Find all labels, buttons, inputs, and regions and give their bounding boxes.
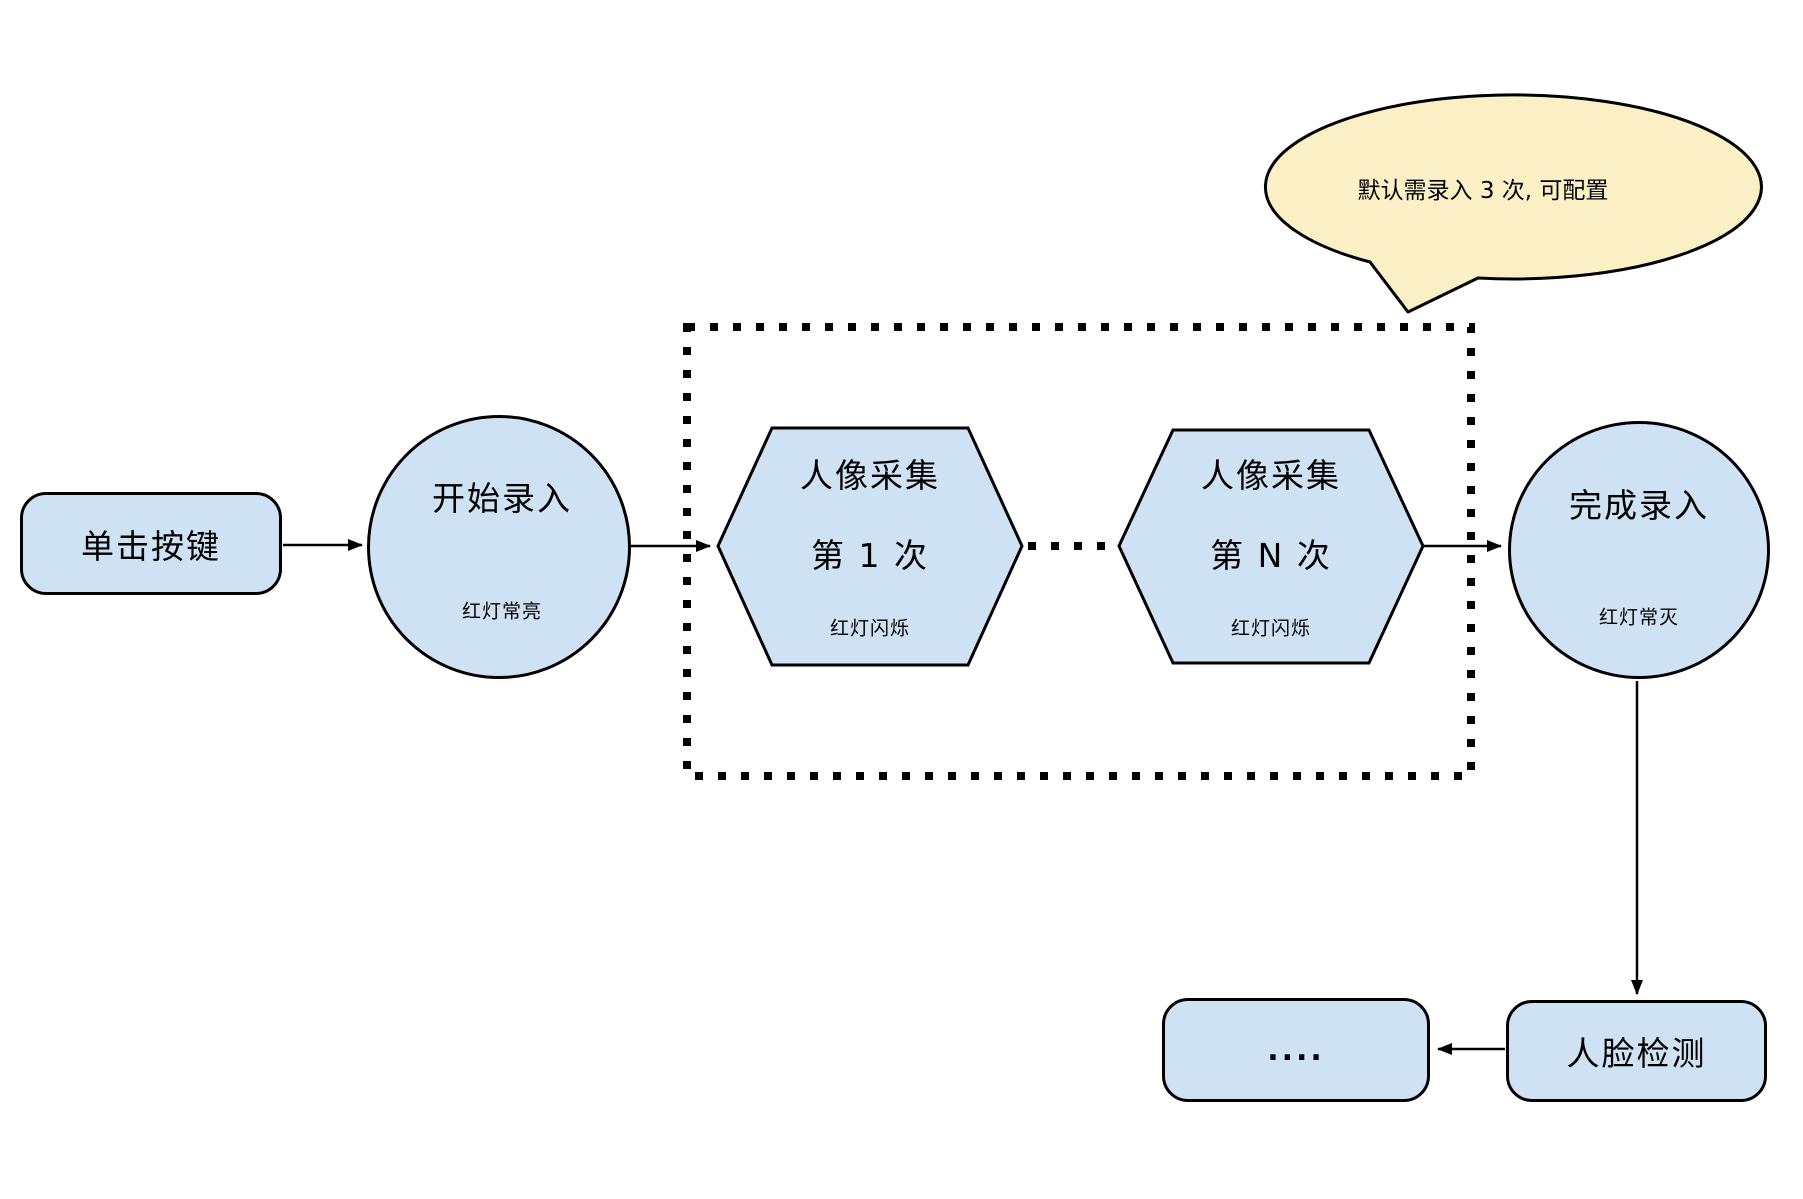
node-continuation: ....	[1162, 998, 1430, 1102]
callout-bubble-shape	[1263, 93, 1763, 314]
callout-bubble-text: 默认需录入 3 次, 可配置	[1357, 178, 1609, 204]
node-capture-first-title: 人像采集	[800, 456, 940, 495]
node-capture-first-status: 红灯闪烁	[829, 617, 911, 640]
hexagon-capture-first	[716, 426, 1024, 667]
node-start-enroll-status: 红灯常亮	[461, 600, 543, 623]
node-finish-enroll: 完成录入 红灯常灭	[1508, 421, 1770, 679]
node-finish-enroll-status: 红灯常灭	[1598, 606, 1680, 629]
node-start-enroll: 开始录入 红灯常亮	[367, 415, 631, 679]
node-face-detection-label: 人脸检测	[1566, 1034, 1707, 1073]
node-capture-nth-subtitle: 第 N 次	[1210, 536, 1332, 575]
node-capture-first-labels: 人像采集 第 1 次 红灯闪烁	[718, 428, 1022, 665]
node-finish-enroll-label: 完成录入	[1569, 486, 1709, 525]
capture-loop-dotted-frame	[683, 323, 1475, 780]
node-capture-first-subtitle: 第 1 次	[811, 536, 929, 575]
node-click-button-label: 单击按键	[81, 526, 221, 566]
node-capture-nth-title: 人像采集	[1201, 456, 1341, 495]
node-continuation-label: ....	[1267, 1032, 1325, 1068]
hexagon-capture-nth	[1117, 428, 1425, 665]
node-start-enroll-label: 开始录入	[432, 479, 572, 518]
node-capture-nth-labels: 人像采集 第 N 次 红灯闪烁	[1119, 430, 1423, 663]
node-capture-nth-status: 红灯闪烁	[1230, 617, 1312, 640]
node-click-button: 单击按键	[20, 492, 282, 595]
node-face-detection: 人脸检测	[1506, 1000, 1767, 1102]
